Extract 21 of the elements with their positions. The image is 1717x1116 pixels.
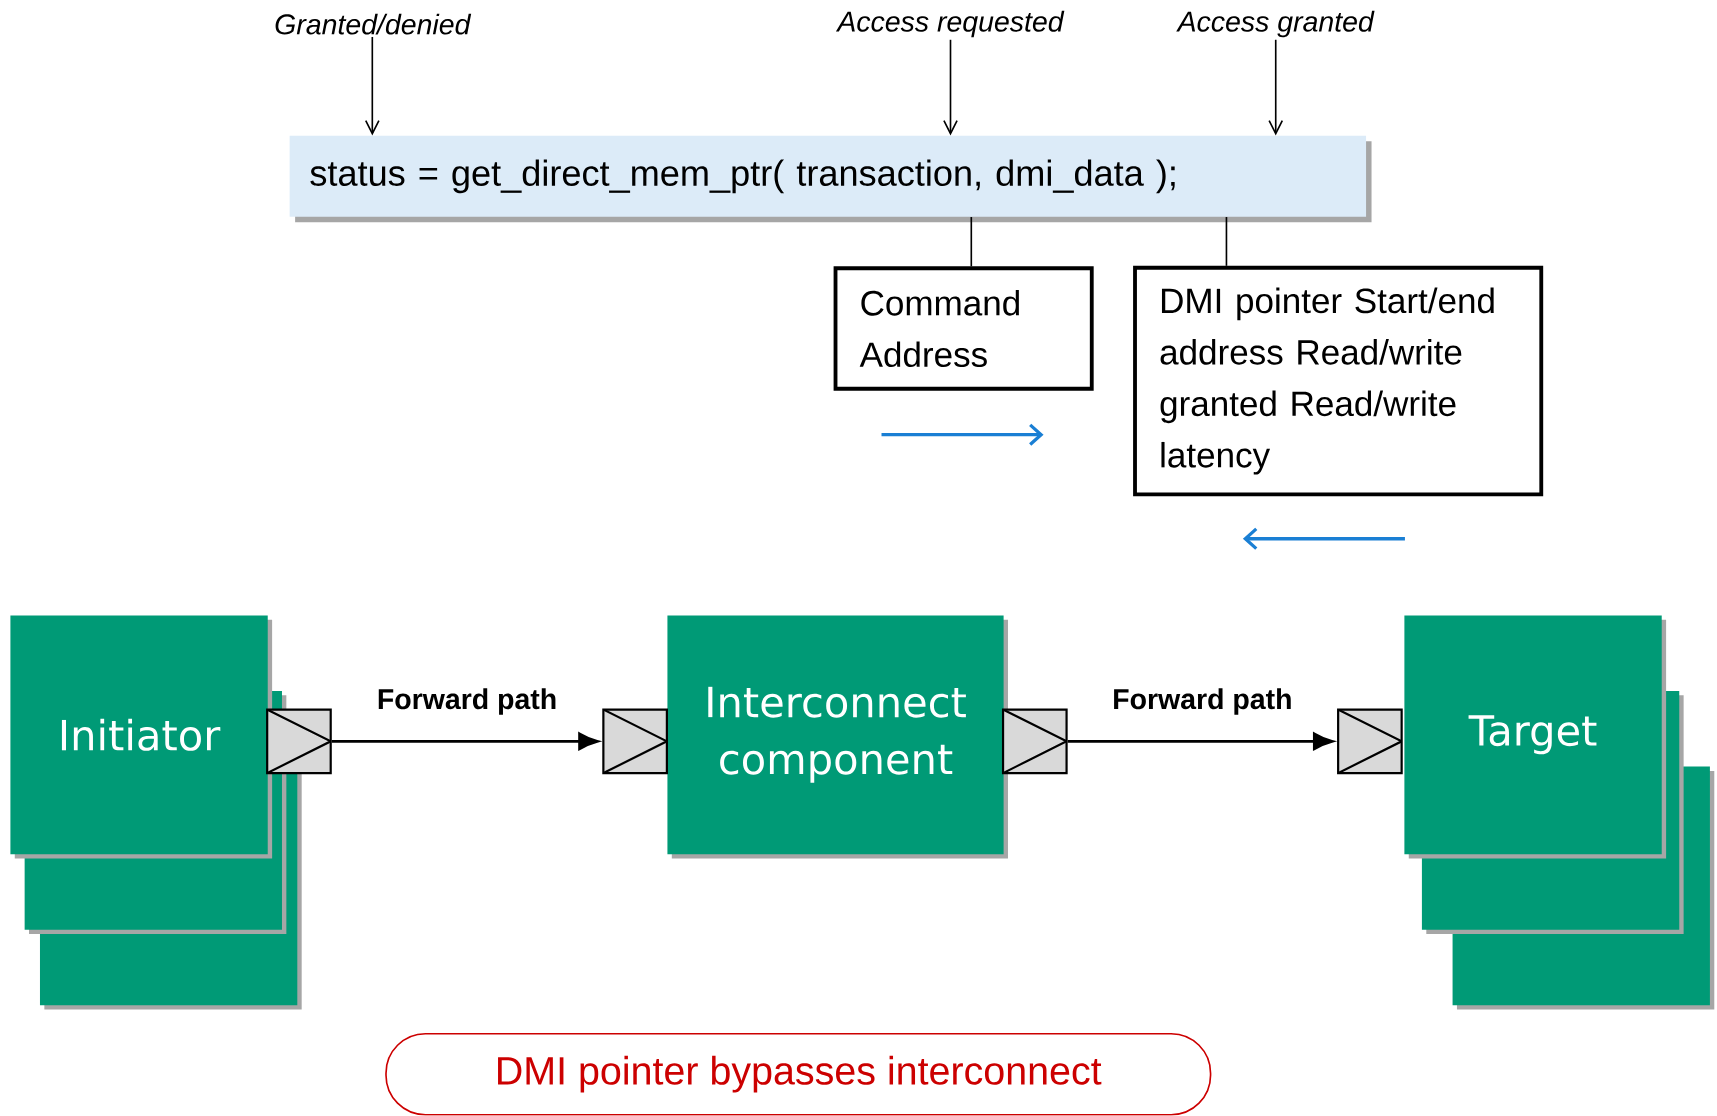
port-symbol: [1337, 708, 1403, 775]
port-symbol: [266, 708, 332, 775]
node-label: Target: [1468, 715, 1597, 755]
stacked-block: Target: [1404, 615, 1715, 1010]
annotation: Access granted: [1176, 10, 1375, 38]
text-box: Command Address: [833, 266, 1094, 391]
component-block: Interconnect component: [667, 615, 1008, 859]
callout-box: DMI pointer bypasses interconnect: [385, 1032, 1212, 1116]
code-box: status = get_direct_mem_ptr( transaction, dmi_data );: [289, 135, 1372, 223]
edge-label: Forward path: [1114, 688, 1291, 715]
stacked-block: Initiator: [10, 615, 302, 1010]
annotation: Granted/denied: [275, 13, 472, 35]
annotation: Access requested: [835, 10, 1065, 38]
arrow: [1067, 732, 1334, 751]
text-box: DMI pointer Start/end address Read/write granted Read/write latency: [1133, 265, 1544, 497]
arrow: [364, 36, 380, 136]
arrow: [943, 39, 958, 136]
edge-label: Forward path: [378, 688, 556, 715]
arrow: [1268, 39, 1284, 136]
port-symbol: [602, 708, 668, 775]
port-symbol: [1001, 708, 1068, 775]
